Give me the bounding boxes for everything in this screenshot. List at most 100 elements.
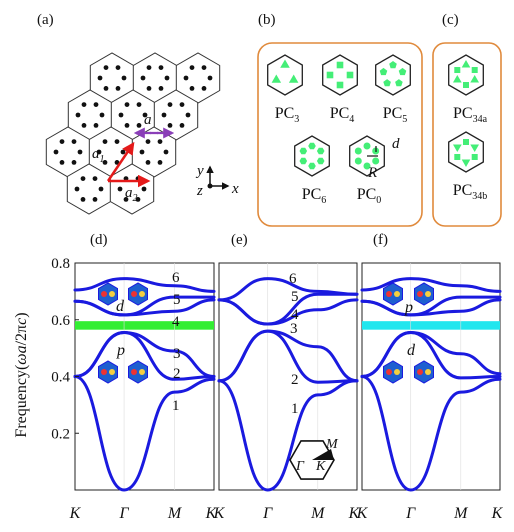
rod-circle <box>354 147 362 155</box>
band-number-label: 5 <box>291 289 299 305</box>
cell-label-pc34a: PC34a <box>453 105 488 125</box>
unit-cell-hexagon <box>448 131 484 173</box>
field-lobe <box>139 369 145 375</box>
field-lobe <box>131 291 137 297</box>
lattice-rod <box>80 176 86 182</box>
x-tick-label: Γ <box>119 505 130 522</box>
lattice-rod <box>59 160 65 165</box>
lattice-rod <box>120 149 126 155</box>
lattice-rod <box>189 65 195 70</box>
y-axis-label: y <box>195 163 204 179</box>
band-line-1 <box>73 375 216 492</box>
y-tick-label: 0.6 <box>51 313 70 329</box>
unit-cell-box-b <box>257 42 423 227</box>
rod-pentagon <box>379 67 388 76</box>
field-inset <box>383 282 403 306</box>
lattice-rod <box>207 75 213 81</box>
band-line-6 <box>360 277 502 293</box>
lattice-rod <box>161 112 167 118</box>
cell-label-pc4: PC4 <box>330 105 355 125</box>
field-lobe <box>394 369 400 375</box>
plot-frame <box>218 262 358 491</box>
lattice-rod <box>81 123 87 128</box>
band-line-5 <box>360 295 502 317</box>
band-line-5 <box>73 295 216 317</box>
panel-label-d: (d) <box>90 232 108 248</box>
lattice-rod <box>179 102 185 107</box>
rod-triangle <box>470 144 479 152</box>
cell-label-pc6: PC6 <box>302 186 327 206</box>
lattice-rod <box>96 149 102 155</box>
lattice-rod <box>136 102 142 107</box>
unit-cell-box-c <box>432 42 502 227</box>
lattice-rod <box>201 65 207 70</box>
field-lobe <box>109 291 115 297</box>
lattice-rod <box>142 112 148 118</box>
rod-pentagon <box>395 79 403 87</box>
rod-square <box>471 154 478 160</box>
rod-square <box>326 71 334 79</box>
lattice-rod <box>146 65 152 70</box>
rod-hexagon <box>308 162 316 170</box>
lattice-rod <box>158 86 164 91</box>
rod-hexagon <box>308 142 316 150</box>
unit-cell-hexagon <box>322 54 358 96</box>
cell-label-pc5: PC5 <box>383 105 408 125</box>
x-tick-label: M <box>167 505 183 522</box>
lattice-rod <box>158 65 164 70</box>
rod-circle <box>363 142 371 150</box>
band-gap <box>75 321 214 330</box>
lattice-rod <box>98 186 104 192</box>
rod-square <box>471 67 478 73</box>
field-lobe <box>394 291 400 297</box>
rod-square <box>454 67 461 73</box>
band-line-3 <box>73 330 216 378</box>
bz-label-K: K <box>315 459 326 474</box>
lattice-rod <box>179 123 185 128</box>
band-line-3 <box>217 329 359 383</box>
lattice-vector-a1 <box>106 141 135 182</box>
lattice-rod <box>135 197 141 202</box>
x-axis-label: x <box>231 181 239 197</box>
y-tick-label: 0.2 <box>51 426 70 442</box>
cell-R-label: R <box>367 165 377 181</box>
bz-label-gamma: Γ <box>295 459 305 474</box>
lattice-rod <box>77 149 83 155</box>
lattice-rod <box>123 197 129 202</box>
lattice-rod <box>139 149 145 155</box>
unit-cell-hexagon <box>294 135 330 177</box>
mode-label: d <box>407 342 416 359</box>
band-line-5 <box>217 292 359 326</box>
rod-square <box>336 81 344 89</box>
x-tick-label: K <box>356 505 369 522</box>
mode-label: p <box>116 342 125 359</box>
cell-label-pc0: PC0 <box>357 186 382 206</box>
x-tick-label: M <box>453 505 469 522</box>
rod-hexagon <box>316 147 325 155</box>
lattice-rod <box>97 75 103 81</box>
lattice-rod <box>114 139 120 145</box>
lattice-rod <box>185 112 191 118</box>
band-number-label: 2 <box>173 366 181 382</box>
lattice-a-label: a <box>144 112 152 128</box>
rod-hexagon <box>299 157 308 165</box>
lattice-rod <box>183 75 189 81</box>
field-inset <box>414 282 434 306</box>
rod-square <box>463 139 469 145</box>
lattice-rod <box>124 102 130 107</box>
x-tick-label: M <box>310 505 326 522</box>
band-number-label: 6 <box>172 270 180 286</box>
lattice-rod <box>117 186 123 192</box>
cell-d-label: d <box>392 136 400 152</box>
rod-triangle <box>288 74 299 83</box>
unit-cell-hexagon <box>267 54 303 96</box>
lattice-rod <box>124 123 130 128</box>
panel-label-e: (e) <box>231 232 248 248</box>
band-number-label: 3 <box>290 321 298 337</box>
field-lobe <box>425 369 431 375</box>
band-number-label: 5 <box>173 292 181 308</box>
